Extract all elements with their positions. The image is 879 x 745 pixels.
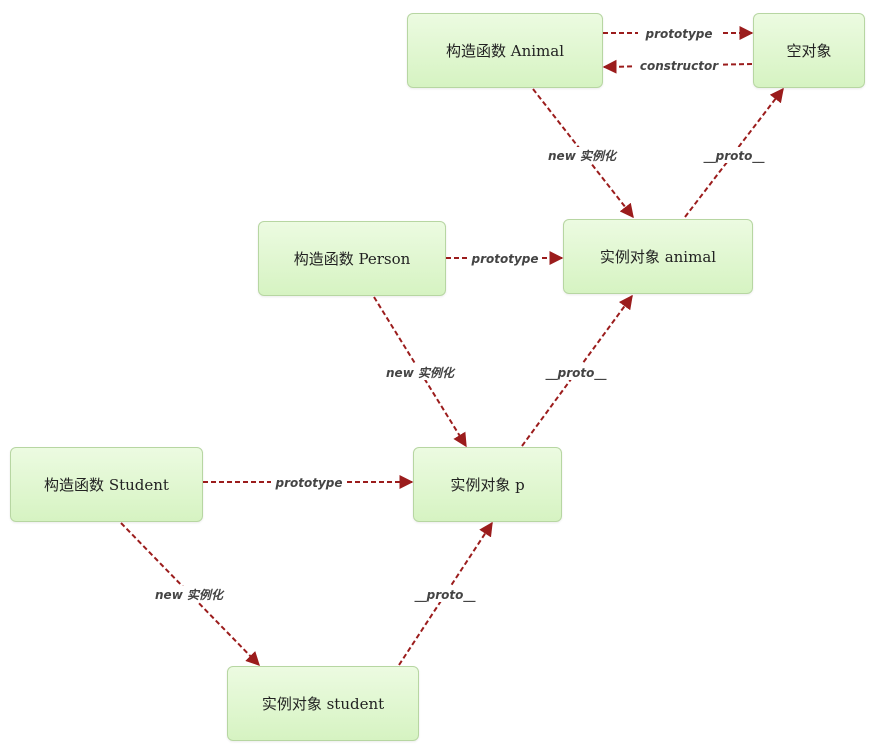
node-label: 实例对象 student	[261, 695, 385, 713]
node-label: 构造函数 Person	[293, 250, 411, 268]
edge-label-new-animal: new 实例化	[548, 149, 618, 163]
node-instance-student: 实例对象 student	[227, 666, 419, 741]
edge-label-constructor: constructor	[640, 59, 719, 73]
node-instance-animal: 实例对象 animal	[563, 219, 753, 294]
node-label: 构造函数 Animal	[445, 42, 565, 60]
node-label: 实例对象 animal	[599, 248, 717, 266]
edge-label-proto-student: __proto__	[414, 588, 477, 603]
node-label: 构造函数 Student	[44, 476, 169, 494]
edge-proto-p-to-animal	[521, 294, 633, 447]
edge-label-new-student: new 实例化	[155, 588, 225, 602]
edge-label-proto-p: __proto__	[545, 366, 608, 381]
node-constructor-person: 构造函数 Person	[258, 221, 446, 296]
edge-new-person	[373, 296, 467, 448]
edge-label-proto-animal: __proto__	[703, 149, 766, 164]
node-empty-object: 空对象	[753, 13, 865, 88]
edge-label-animal-prototype: prototype	[644, 27, 712, 41]
edge-label-student-prototype: prototype	[274, 476, 342, 490]
edge-label-new-person: new 实例化	[386, 366, 456, 380]
node-label: 实例对象 p	[450, 476, 525, 494]
node-instance-p: 实例对象 p	[413, 447, 562, 522]
node-label: 空对象	[786, 42, 832, 60]
edge-label-person-prototype: prototype	[470, 252, 538, 266]
node-constructor-student: 构造函数 Student	[10, 447, 203, 522]
node-constructor-animal: 构造函数 Animal	[407, 13, 603, 88]
